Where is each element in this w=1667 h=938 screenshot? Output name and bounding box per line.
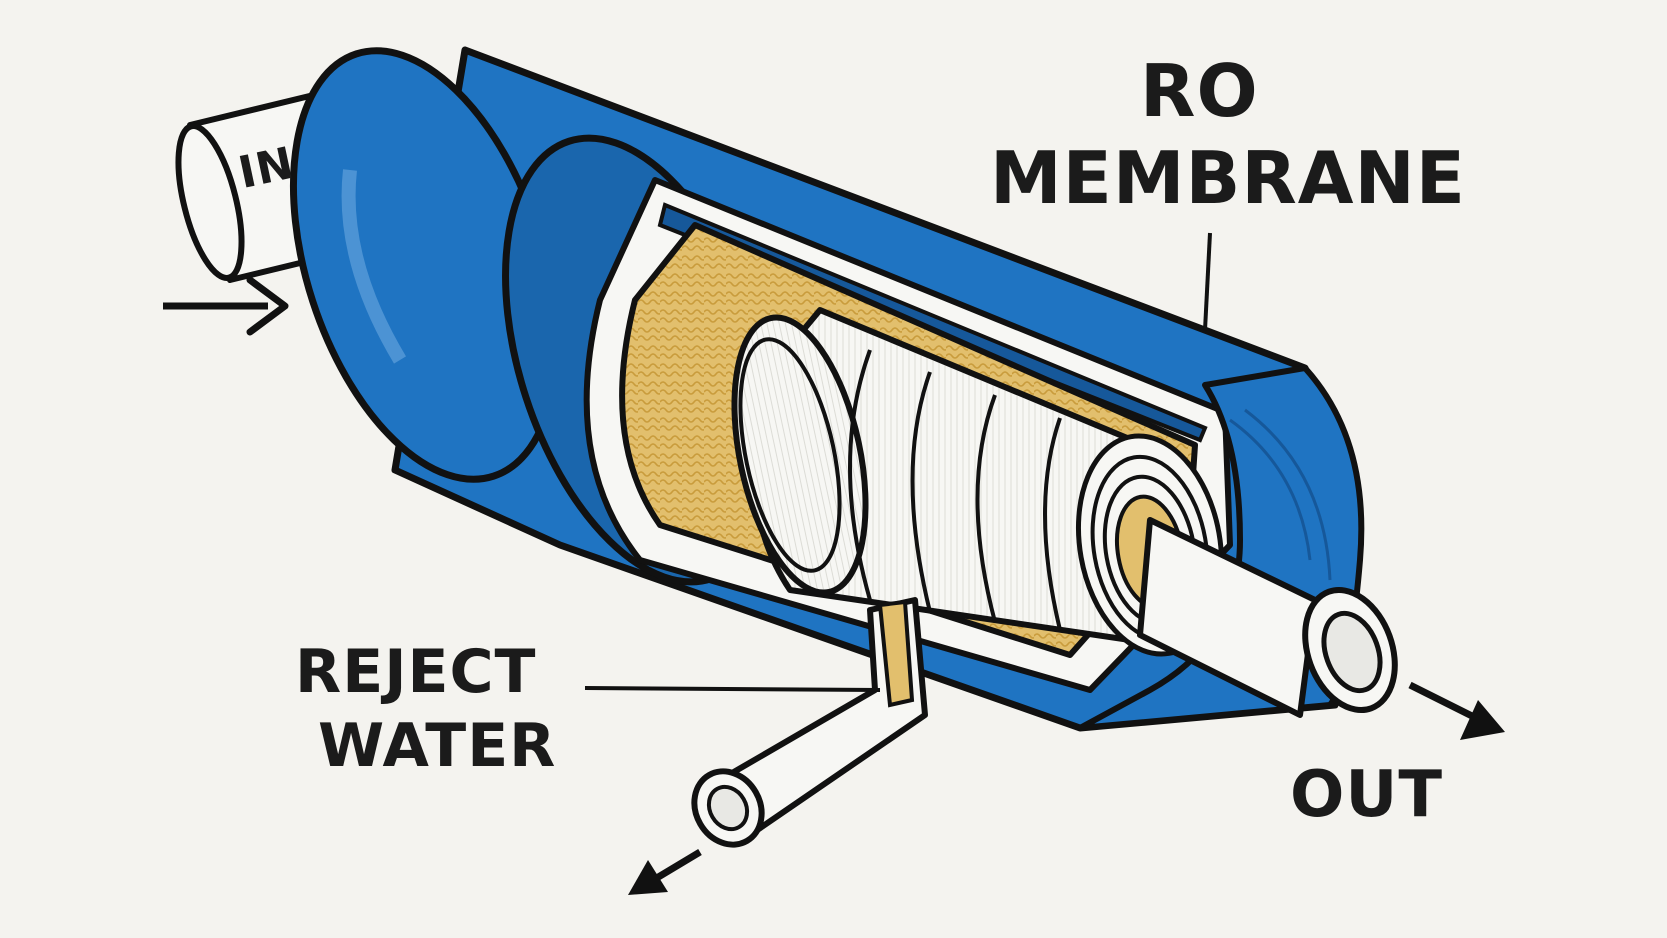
title-leader-line bbox=[1203, 232, 1212, 331]
title-line-2: MEMBRANE bbox=[990, 136, 1466, 220]
arrow-right-icon bbox=[163, 276, 289, 336]
cutaway-section bbox=[583, 177, 1233, 693]
reject-tube bbox=[691, 597, 928, 848]
reject-label-line-1: REJECT bbox=[295, 637, 537, 707]
arrow-down-right-icon bbox=[1408, 681, 1505, 740]
outlet-tube bbox=[1137, 517, 1398, 718]
title-line-1: RO bbox=[1140, 49, 1259, 133]
reject-label-line-2: WATER bbox=[318, 711, 557, 781]
inlet-label: IN bbox=[234, 137, 299, 199]
reject-leader-line bbox=[584, 686, 881, 692]
arrow-down-left-icon bbox=[628, 848, 702, 895]
outlet-label: OUT bbox=[1290, 758, 1444, 832]
